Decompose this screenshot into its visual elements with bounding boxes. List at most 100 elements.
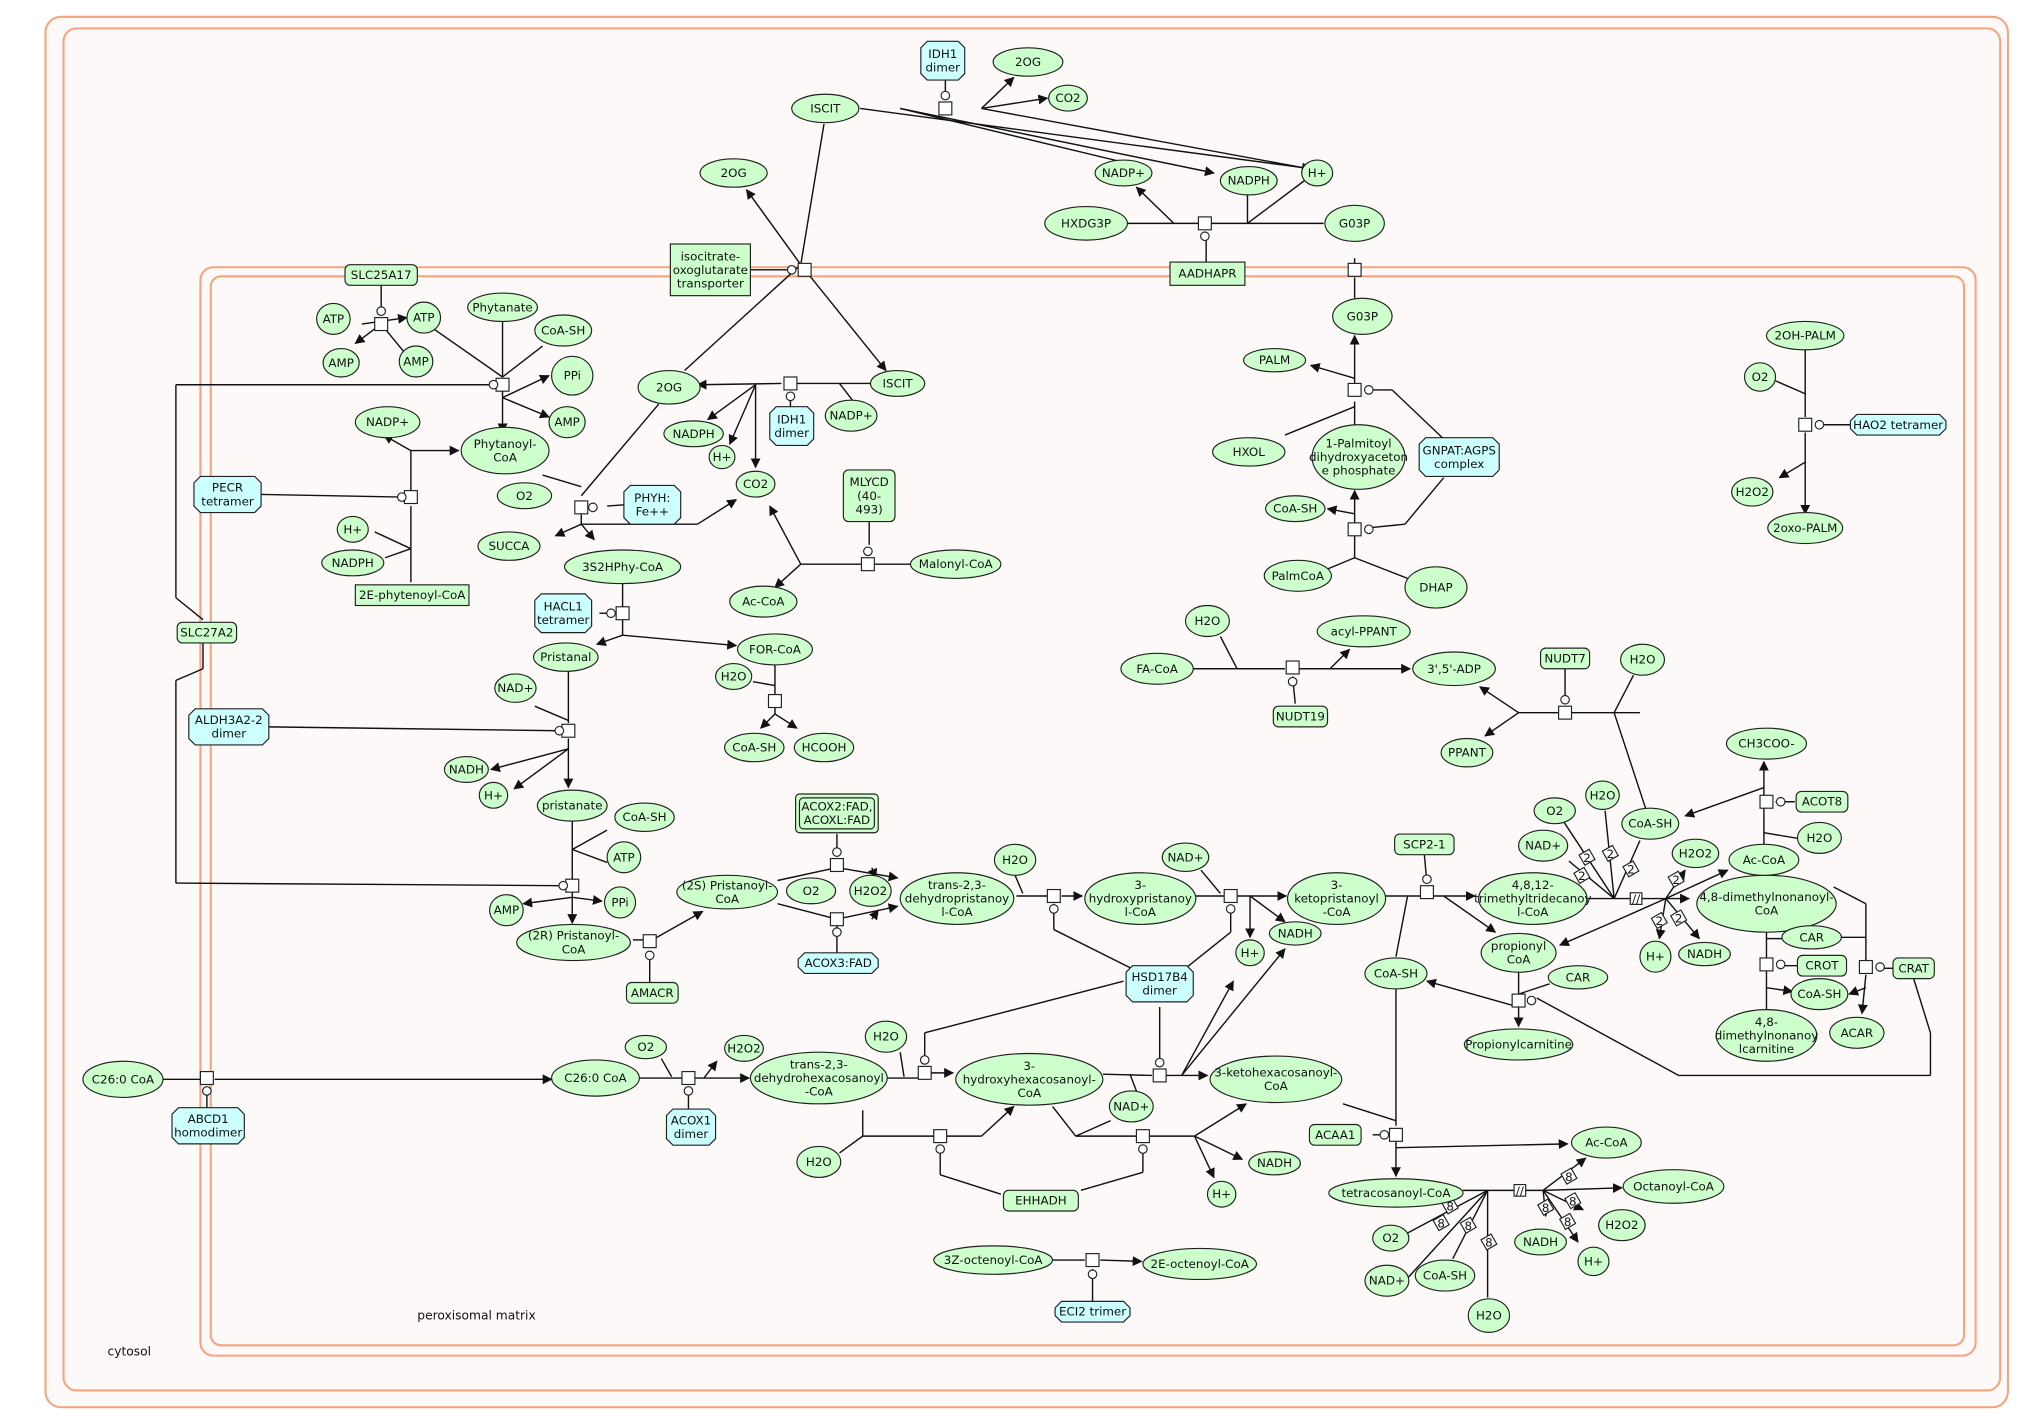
node-h2o2-4[interactable]: H2O2 [724,1034,764,1062]
node-forcoa[interactable]: FOR-CoA [736,633,813,666]
node-iscit-mid[interactable]: ISCIT [869,369,926,397]
node-acar[interactable]: ACAR [1829,1016,1885,1049]
node-h-top[interactable]: H+ [1301,159,1334,187]
process-node[interactable] [1085,1253,1100,1268]
node-h2o-8[interactable]: H2O [796,1145,842,1179]
process-node[interactable] [1858,959,1873,975]
process-node[interactable] [1285,660,1300,675]
node-iscit-top[interactable]: ISCIT [791,93,860,124]
node-crat[interactable]: CRAT [1892,957,1935,980]
node-dmn[interactable]: 4,8-dimethylnonanoyl-CoA [1696,874,1837,933]
node-nadh1[interactable]: NADH [443,755,489,783]
node-acox3[interactable]: ACOX3:FAD [797,952,879,975]
node-ppi2[interactable]: PPi [603,886,637,919]
process-node[interactable] [1197,216,1212,231]
process-node[interactable] [783,376,798,391]
process-node[interactable] [374,317,389,332]
node-h5[interactable]: H+ [1639,940,1672,973]
process-node[interactable] [615,606,630,621]
node-hcooh[interactable]: HCOOH [793,732,855,763]
node-amp1[interactable]: AMP [322,348,360,378]
process-node[interactable] [1223,888,1238,904]
node-nadh2[interactable]: NADH [1268,921,1322,946]
node-crot[interactable]: CROT [1796,954,1848,977]
node-h1[interactable]: H+ [708,444,736,470]
node-o2-3[interactable]: O2 [1533,797,1576,825]
node-h2o-4[interactable]: H2O [1796,821,1842,854]
process-node[interactable] [1759,957,1774,972]
node-coash8[interactable]: CoA-SH [1414,1259,1476,1292]
node-pristanate[interactable]: pristanate [536,789,608,822]
node-car1[interactable]: CAR [1547,965,1609,990]
node-h2o-7[interactable]: H2O [864,1020,908,1053]
node-h2o-3[interactable]: H2O [1585,780,1620,811]
node-eci2[interactable]: ECI2 trimer [1054,1300,1131,1323]
node-nad1[interactable]: NAD+ [494,673,537,703]
node-e2phy[interactable]: 2E-phytenoyl-CoA [354,584,470,607]
node-o2-2[interactable]: O2 [785,877,837,905]
node-accoa3[interactable]: Ac-CoA [1570,1126,1642,1159]
node-nadp-top[interactable]: NADP+ [1094,159,1153,187]
node-oxopalm[interactable]: 2oxo-PALM [1767,511,1844,545]
node-og3p-in[interactable]: G03P [1332,297,1393,335]
node-coash5[interactable]: CoA-SH [1621,807,1680,840]
node-c26-out[interactable]: C26:0 CoA [82,1060,164,1098]
node-malonyl[interactable]: Malonyl-CoA [909,549,1002,579]
node-nadp2[interactable]: NADP+ [824,399,878,432]
process-node[interactable] [1419,885,1434,900]
node-nadph2[interactable]: NADPH [321,549,385,577]
node-phytanoyl[interactable]: Phytanoyl-CoA [460,426,550,475]
node-palm[interactable]: PALM [1243,348,1307,373]
node-nudt19[interactable]: NUDT19 [1272,705,1329,728]
process-node[interactable] [1388,1127,1403,1142]
node-g03p-top[interactable]: G03P [1324,204,1385,243]
node-acox2[interactable]: ACOX2:FAD,ACOXL:FAD [795,793,879,834]
node-amp2[interactable]: AMP [398,345,434,378]
node-pristanal[interactable]: Pristanal [532,642,599,672]
node-ppi1[interactable]: PPi [551,355,594,396]
node-coash3[interactable]: CoA-SH [614,802,675,833]
process-node[interactable] [829,857,844,873]
node-nad5[interactable]: NAD+ [1364,1264,1410,1297]
process-node[interactable] [1135,1129,1150,1144]
node-coash1[interactable]: CoA-SH [534,314,593,347]
node-ppant[interactable]: PPANT [1440,737,1494,768]
process-node[interactable] [199,1070,214,1086]
node-atp1[interactable]: ATP [316,302,351,335]
node-r2prist[interactable]: (2R) Pristanoyl-CoA [516,923,631,962]
node-amacr[interactable]: AMACR [625,981,679,1004]
process-node[interactable] [681,1070,696,1086]
node-car2[interactable]: CAR [1781,925,1842,950]
process-node[interactable] [767,694,782,709]
node-amp4[interactable]: AMP [489,894,524,927]
node-h2o-1[interactable]: H2O [714,663,753,691]
node-h2o-5[interactable]: H2O [1184,604,1230,638]
process-node[interactable] [933,1129,948,1144]
node-acylppant[interactable]: acyl-PPANT [1316,615,1411,648]
process-node[interactable] [642,934,657,949]
process-node[interactable] [1798,417,1813,432]
node-nad2[interactable]: NAD+ [1161,842,1210,873]
node-octanoyl[interactable]: Octanoyl-CoA [1622,1169,1725,1204]
process-node[interactable] [1347,522,1362,537]
node-t23dh[interactable]: trans-2,3-dehydrohexacosanoyl-CoA [749,1051,888,1105]
node-scp2[interactable]: SCP2-1 [1394,833,1455,856]
node-o2-1[interactable]: O2 [496,482,553,510]
node-hxdg3p[interactable]: HXDG3P [1044,205,1128,241]
node-nadh5[interactable]: NADH [1514,1228,1567,1256]
node-nadp1[interactable]: NADP+ [354,406,421,439]
node-atp2[interactable]: ATP [406,301,442,334]
node-e2oct[interactable]: 2E-octenoyl-CoA [1142,1247,1258,1281]
process-node[interactable] [829,912,844,927]
node-coash4[interactable]: CoA-SH [1364,957,1428,990]
